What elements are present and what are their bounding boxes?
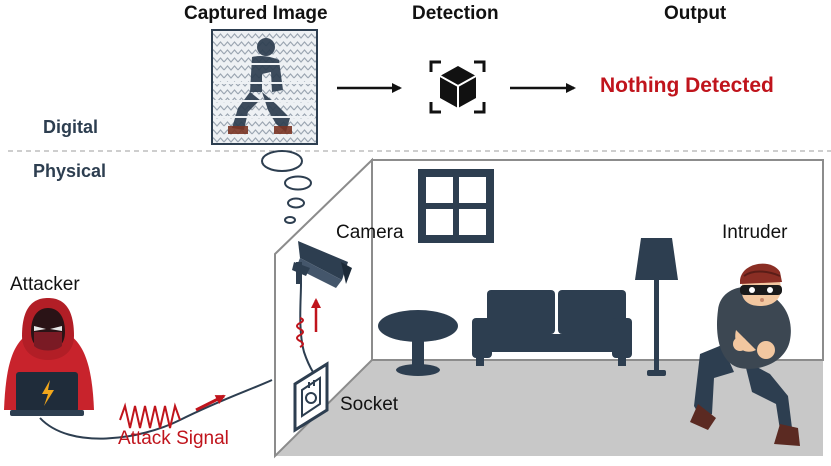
sine-wave-icon	[119, 402, 181, 429]
label-intruder: Intruder	[722, 222, 788, 243]
table-icon	[378, 310, 458, 376]
section-physical: Physical	[33, 161, 107, 181]
label-camera: Camera	[336, 222, 404, 243]
detection-cube-icon	[429, 60, 486, 114]
header-captured-image: Captured Image	[184, 3, 328, 24]
sofa-icon	[472, 290, 632, 366]
intruder-figure	[690, 263, 800, 446]
section-digital: Digital	[43, 117, 99, 137]
camera-icon	[292, 241, 352, 288]
room-floor	[275, 360, 823, 456]
label-attack-signal: Attack Signal	[118, 428, 229, 449]
window-icon	[418, 169, 494, 243]
thought-bubble-icon	[261, 150, 312, 224]
header-output: Output	[664, 3, 727, 24]
attack-arrow-icon	[195, 394, 226, 412]
sine-wave-icon	[296, 317, 304, 348]
socket-icon	[293, 361, 329, 433]
captured-image-thumbnail	[211, 29, 318, 145]
result-nothing-detected: Nothing Detected	[600, 74, 774, 97]
label-attacker: Attacker	[10, 274, 80, 295]
lamp-icon	[635, 238, 678, 376]
attacker-figure	[4, 298, 94, 416]
header-detection: Detection	[412, 3, 499, 24]
label-socket: Socket	[340, 394, 399, 415]
lightning-icon	[42, 380, 54, 406]
